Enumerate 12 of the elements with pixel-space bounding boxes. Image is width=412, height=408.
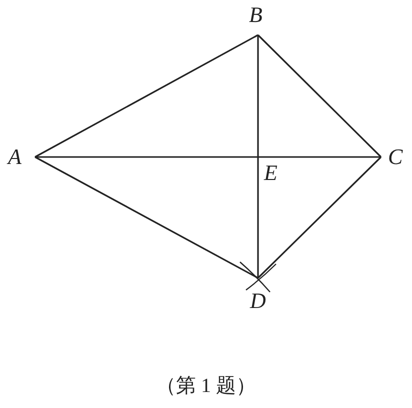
vertex-label: A (8, 146, 22, 168)
line-segment (257, 35, 259, 278)
line-segment (34, 156, 258, 279)
vertex-label: D (250, 290, 266, 312)
line-segment (257, 156, 382, 279)
caption: （第 1 题） (155, 374, 257, 399)
line-segment (35, 156, 381, 158)
vertex-label: C (388, 146, 403, 168)
line-segment (34, 34, 258, 158)
vertex-label: B (249, 4, 262, 26)
line-segment (257, 34, 382, 158)
point-label: E (264, 162, 278, 184)
